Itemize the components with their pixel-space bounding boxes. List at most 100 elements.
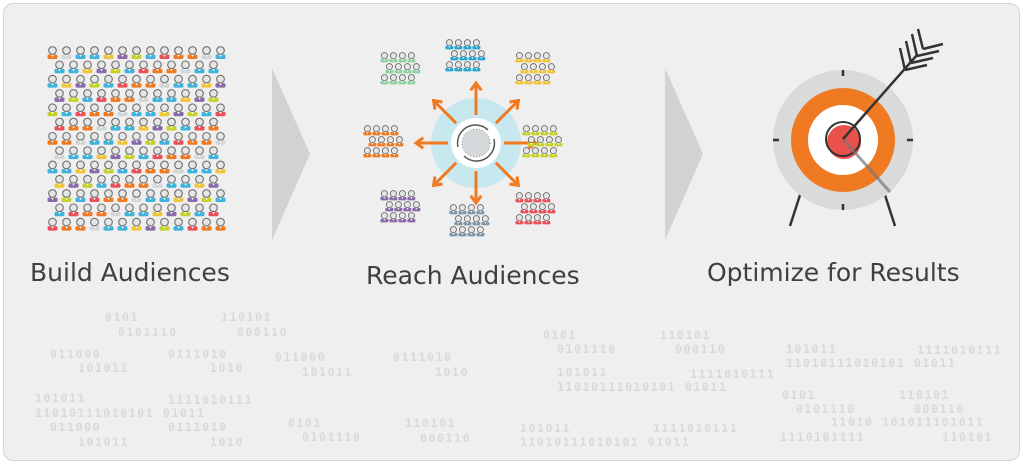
person-icon bbox=[82, 117, 93, 131]
arrow-outward-icon bbox=[431, 98, 458, 125]
binary-text: 11010111010101 01011 bbox=[557, 380, 728, 394]
person-icon bbox=[194, 146, 205, 160]
binary-text: 11010111010101 01011 bbox=[520, 435, 691, 449]
person-icon bbox=[103, 160, 114, 174]
person-icon bbox=[554, 136, 563, 147]
person-icon bbox=[549, 125, 558, 136]
person-icon bbox=[208, 60, 219, 74]
person-icon bbox=[380, 52, 389, 63]
person-icon bbox=[412, 201, 421, 212]
person-icon bbox=[520, 203, 529, 214]
arrow-outward-icon bbox=[494, 98, 521, 125]
person-icon bbox=[54, 146, 65, 160]
person-icon bbox=[159, 103, 170, 117]
person-icon bbox=[180, 60, 191, 74]
person-icon bbox=[467, 226, 476, 237]
person-icon bbox=[385, 63, 394, 74]
person-icon bbox=[472, 215, 481, 226]
audience-group bbox=[363, 125, 404, 158]
person-icon bbox=[463, 215, 472, 226]
person-icon bbox=[75, 189, 86, 202]
person-icon bbox=[103, 103, 114, 117]
person-icon bbox=[520, 63, 529, 74]
person-icon bbox=[96, 60, 107, 74]
person-icon bbox=[187, 103, 198, 117]
person-icon bbox=[468, 50, 477, 61]
person-icon bbox=[61, 189, 72, 202]
person-icon bbox=[215, 103, 226, 117]
binary-text: 0111010 bbox=[393, 350, 453, 364]
person-icon bbox=[145, 74, 156, 88]
refresh-icon bbox=[463, 138, 496, 162]
person-icon bbox=[117, 217, 128, 231]
arrow-fletching bbox=[898, 28, 944, 72]
person-icon bbox=[467, 204, 476, 215]
person-icon bbox=[110, 60, 121, 74]
person-icon bbox=[117, 160, 128, 174]
person-icon bbox=[54, 60, 65, 74]
binary-text: 101011 bbox=[520, 421, 572, 435]
person-icon bbox=[54, 117, 65, 131]
arrow-outward-icon bbox=[469, 80, 483, 115]
audience-group bbox=[380, 190, 421, 223]
person-icon bbox=[166, 174, 177, 188]
person-icon bbox=[472, 39, 481, 50]
person-icon bbox=[389, 52, 398, 63]
person-icon bbox=[476, 226, 485, 237]
binary-text: 0101 bbox=[288, 416, 323, 430]
person-icon bbox=[215, 74, 226, 88]
person-icon bbox=[458, 204, 467, 215]
binary-text: 1111010111 bbox=[653, 421, 739, 435]
person-icon bbox=[110, 146, 121, 160]
person-icon bbox=[110, 174, 121, 188]
person-icon bbox=[390, 147, 399, 158]
person-icon bbox=[380, 74, 389, 85]
person-icon bbox=[454, 61, 463, 72]
person-icon bbox=[110, 89, 121, 102]
person-icon bbox=[117, 189, 128, 202]
person-icon bbox=[124, 203, 135, 217]
binary-text: 11010111010101 01011 bbox=[35, 406, 206, 420]
person-icon bbox=[68, 117, 79, 131]
person-icon bbox=[180, 146, 191, 160]
person-icon bbox=[187, 160, 198, 174]
person-icon bbox=[180, 203, 191, 217]
binary-text: 110101 bbox=[660, 328, 712, 342]
person-icon bbox=[138, 174, 149, 188]
target-ticks bbox=[773, 70, 913, 210]
person-icon bbox=[385, 201, 394, 212]
person-icon bbox=[377, 136, 386, 147]
person-icon bbox=[47, 217, 58, 231]
person-icon bbox=[47, 74, 58, 88]
person-icon bbox=[47, 189, 58, 202]
person-icon bbox=[152, 89, 163, 102]
binary-text: 000110 bbox=[237, 325, 289, 339]
person-icon bbox=[477, 50, 486, 61]
person-icon bbox=[145, 189, 156, 202]
person-icon bbox=[454, 215, 463, 226]
person-icon bbox=[152, 60, 163, 74]
person-icon bbox=[201, 160, 212, 174]
person-icon bbox=[398, 52, 407, 63]
person-icon bbox=[145, 160, 156, 174]
person-icon bbox=[386, 136, 395, 147]
person-icon bbox=[372, 147, 381, 158]
person-icon bbox=[403, 63, 412, 74]
person-icon bbox=[547, 63, 556, 74]
person-icon bbox=[75, 160, 86, 174]
person-icon bbox=[407, 74, 416, 85]
person-icon bbox=[522, 147, 531, 158]
person-icon bbox=[173, 189, 184, 202]
binary-text: 11010 101011101011 bbox=[831, 415, 985, 429]
person-icon bbox=[194, 60, 205, 74]
person-icon bbox=[61, 131, 72, 145]
person-icon bbox=[117, 74, 128, 88]
target-bullseye-outline bbox=[825, 121, 861, 157]
person-icon bbox=[363, 125, 372, 136]
person-icon bbox=[152, 117, 163, 131]
person-icon bbox=[524, 52, 533, 63]
person-icon bbox=[124, 60, 135, 74]
person-icon bbox=[180, 174, 191, 188]
person-icon bbox=[445, 61, 454, 72]
